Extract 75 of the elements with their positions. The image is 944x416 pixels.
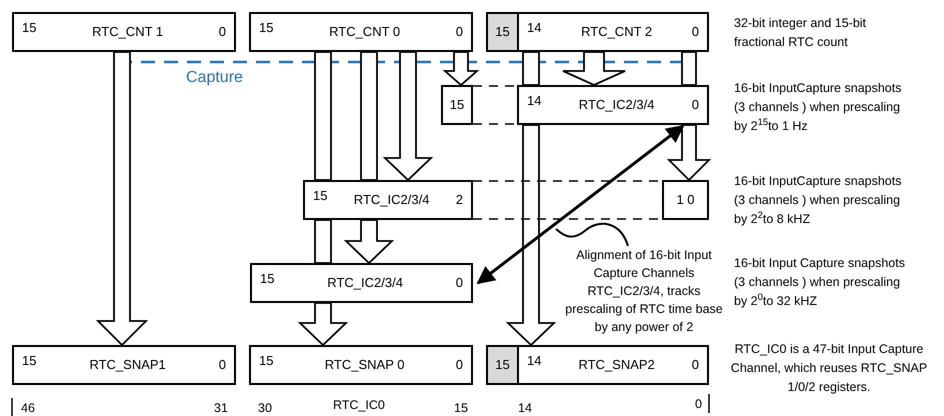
block-arrow: [344, 219, 394, 264]
bit-number: 14: [526, 92, 542, 110]
block-arrow: [442, 51, 480, 86]
description-text: 16-bit Input Capture snapshots (3 channels ) when prescaling by 2$^{0}$to 32 kHZ: [734, 255, 906, 310]
block-arrow: [360, 51, 378, 181]
register-name: RTC_IC0: [333, 397, 385, 414]
bit-number: 30: [258, 400, 272, 416]
bit-number: 31: [214, 400, 228, 416]
block-arrow: [314, 51, 332, 181]
register-name: RTC_IC2/3/4: [352, 191, 430, 210]
block-arrow: [522, 51, 540, 86]
register-name: RTC_CNT 0: [328, 23, 402, 42]
register-box: [486, 12, 709, 52]
bit-number: 0: [218, 23, 227, 42]
bit-number: 15: [312, 187, 328, 206]
bit-number: 14: [526, 352, 542, 370]
bit-number: 15: [450, 96, 464, 114]
bit-number: 15: [495, 356, 510, 374]
block-arrow: [681, 51, 697, 86]
bit-number: 15: [21, 19, 36, 38]
register-name: RTC_IC2/3/4: [326, 274, 404, 292]
bit-number: 14: [518, 400, 532, 416]
bit-number: 15: [258, 19, 274, 38]
bit-number: 0: [218, 356, 227, 374]
bit-number: 0: [695, 396, 702, 413]
block-arrow: [506, 124, 556, 346]
register-box: [517, 85, 709, 125]
capture-label: Capture: [186, 68, 243, 87]
bit-cell: [488, 14, 519, 50]
block-arrow: [382, 51, 434, 182]
note-text: Alignment of 16-bit Input Capture Channels RTC_IC2/3/4, tracks prescaling of RTC time base by any power of 2: [560, 246, 728, 338]
block-arrow: [666, 124, 712, 182]
bit-number: 0: [456, 274, 464, 292]
register-name: RTC_IC2/3/4: [578, 96, 656, 114]
bit-number: 15: [259, 270, 274, 288]
alignment-line: [473, 123, 517, 125]
bit-number: 0: [692, 23, 700, 42]
register-name: RTC_SNAP2: [577, 356, 656, 374]
register-name: RTC_CNT 1: [91, 23, 164, 42]
description-text: 16-bit InputCapture snapshots (3 channels ) when prescaling by 2$^{2}$to 8 kHZ: [734, 173, 902, 228]
register-box: [12, 12, 236, 52]
bit-number: 0: [456, 23, 464, 42]
register-name: RTC_SNAP 0: [324, 356, 406, 374]
bit-number: 15: [258, 352, 274, 370]
double-arrow: [476, 124, 684, 284]
bit-number: 46: [21, 400, 35, 416]
register-box: [249, 345, 473, 385]
bit-number: 15: [495, 23, 510, 42]
description-text: 32-bit integer and 15-bit fractional RTC count: [734, 15, 868, 51]
leader-line: [555, 222, 629, 246]
register-box: [12, 345, 236, 385]
bit-cell: [488, 347, 519, 383]
bit-number: 1 0: [676, 191, 695, 210]
alignment-line: [473, 85, 517, 87]
register-box: [249, 12, 473, 52]
register-box: [303, 180, 473, 220]
block-arrow: [96, 51, 148, 346]
description-text: RTC_IC0 is a 47-bit Input Capture Channel, which reuses RTC_SNAP 1/0/2 registers.: [730, 341, 928, 396]
bit-number: 14: [526, 19, 542, 38]
bit-number: 15: [21, 352, 36, 370]
block-arrow: [298, 302, 348, 346]
bit-number: 0: [692, 96, 700, 114]
register-box: [662, 180, 709, 220]
description-text: 16-bit InputCapture snapshots (3 channels ) when prescaling by 2$^{15}$to 1 Hz: [734, 80, 902, 135]
register-box: [486, 345, 709, 385]
bit-number: 0: [456, 356, 464, 374]
register-box: [250, 263, 473, 303]
block-arrow: [314, 219, 332, 264]
bit-number: 0: [692, 356, 700, 374]
register-box: [441, 85, 473, 125]
register-name: RTC_CNT 2: [580, 23, 654, 42]
bit-number: 15: [454, 400, 468, 416]
register-name: RTC_SNAP1: [88, 356, 167, 374]
bit-number: 2: [456, 191, 464, 210]
block-arrow: [562, 51, 626, 86]
